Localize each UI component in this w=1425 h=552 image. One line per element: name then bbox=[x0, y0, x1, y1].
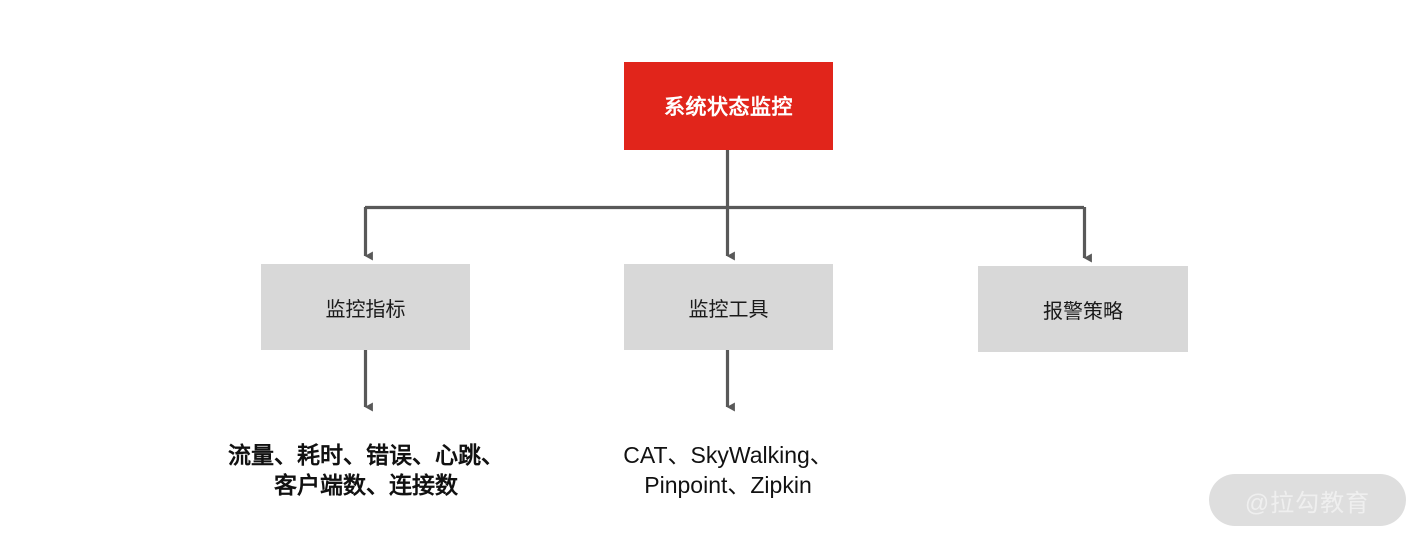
node-alert-strategy: 报警策略 bbox=[978, 266, 1188, 352]
watermark-badge: @拉勾教育 bbox=[1209, 474, 1406, 526]
node-system-status-monitoring: 系统状态监控 bbox=[624, 62, 833, 150]
watermark-label: @拉勾教育 bbox=[1244, 489, 1371, 517]
node-monitoring-tools-label: 监控工具 bbox=[688, 298, 769, 321]
node-alert-strategy-label: 报警策略 bbox=[1043, 300, 1123, 323]
leaf-metrics-line-1: 流量、耗时、错误、心跳、 bbox=[228, 442, 504, 468]
node-root-label: 系统状态监控 bbox=[664, 96, 793, 119]
leaf-tools-line-1: CAT、SkyWalking、 bbox=[623, 442, 833, 468]
leaf-tools-line-2: Pinpoint、Zipkin bbox=[644, 472, 812, 499]
leaf-metrics-line-2: 客户端数、连接数 bbox=[274, 472, 458, 499]
node-monitoring-metrics-label: 监控指标 bbox=[325, 298, 406, 321]
leaf-metrics-list: 流量、耗时、错误、心跳、 客户端数、连接数 bbox=[180, 440, 552, 501]
node-monitoring-tools: 监控工具 bbox=[624, 264, 833, 350]
leaf-tools-list: CAT、SkyWalking、 Pinpoint、Zipkin bbox=[570, 440, 886, 501]
node-monitoring-metrics: 监控指标 bbox=[261, 264, 470, 350]
